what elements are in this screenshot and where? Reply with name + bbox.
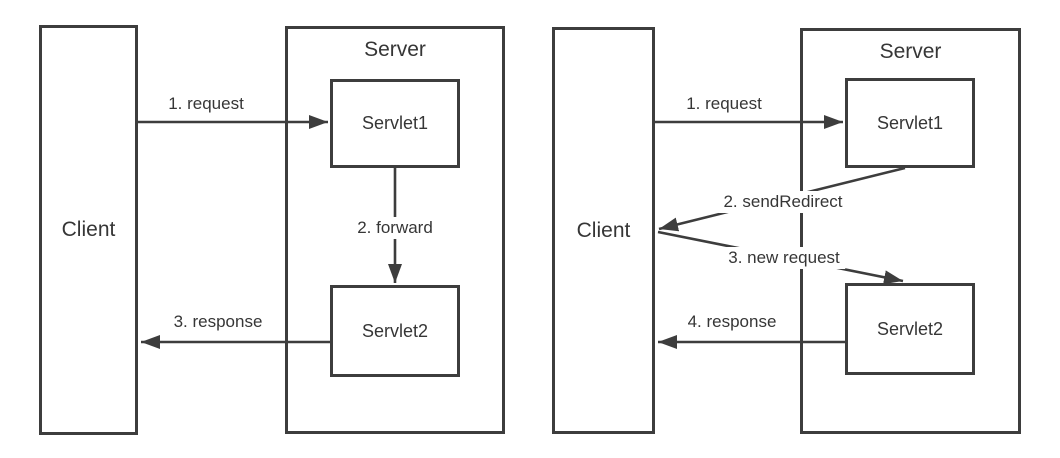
- servlet2-box-right: Servlet2: [845, 283, 975, 375]
- servlet2-label-left: Servlet2: [361, 320, 429, 341]
- servlet1-box-right: Servlet1: [845, 78, 975, 168]
- arrow-label-request-left: 1. request: [163, 93, 249, 115]
- arrow-label-new-request: 3. new request: [723, 247, 845, 269]
- arrow-label-forward: 2. forward: [352, 217, 438, 239]
- servlet2-box-left: Servlet2: [330, 285, 460, 377]
- client-box-right: Client: [552, 27, 655, 434]
- arrow-label-response-left: 3. response: [168, 311, 268, 333]
- server-label-left: Server: [364, 38, 426, 61]
- arrow-label-sendredirect: 2. sendRedirect: [718, 191, 848, 213]
- client-label-right: Client: [576, 218, 631, 242]
- servlet1-label-right: Servlet1: [876, 112, 944, 133]
- arrow-label-response-right: 4. response: [682, 311, 782, 333]
- server-label-right: Server: [879, 40, 942, 63]
- servlet2-label-right: Servlet2: [876, 318, 944, 339]
- client-label-left: Client: [61, 218, 116, 241]
- arrow-label-request-right: 1. request: [681, 93, 767, 115]
- client-box-left: Client: [39, 25, 138, 435]
- servlet1-box-left: Servlet1: [330, 79, 460, 168]
- servlet1-label-left: Servlet1: [361, 113, 429, 133]
